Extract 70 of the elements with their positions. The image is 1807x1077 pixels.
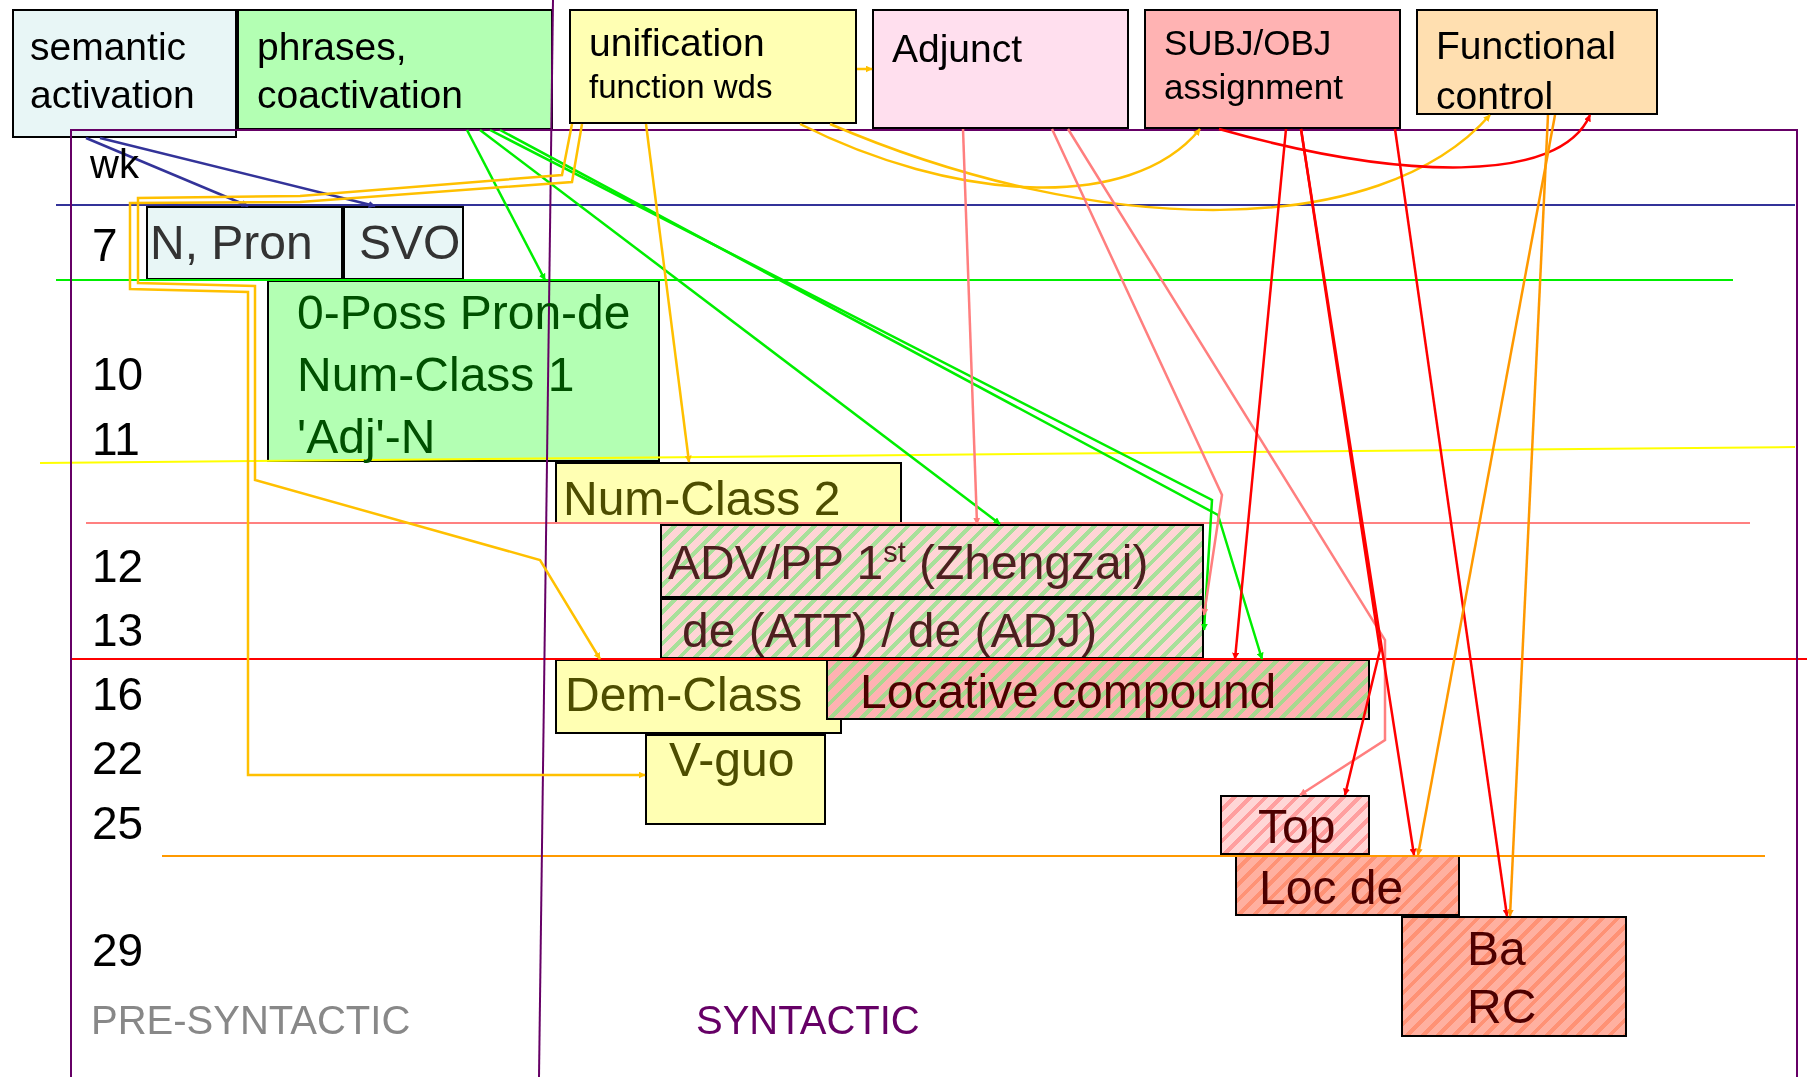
category-box bbox=[146, 206, 343, 280]
category-box bbox=[872, 9, 1129, 129]
arrow bbox=[1393, 128, 1510, 917]
box-label: Functional control bbox=[1436, 23, 1617, 119]
box-label: Ba bbox=[1467, 921, 1526, 977]
section-label: PRE-SYNTACTIC bbox=[91, 1000, 411, 1040]
arrow bbox=[829, 114, 1491, 212]
box-label: Num-Class 2 bbox=[563, 471, 841, 527]
box-label: Top bbox=[1258, 799, 1336, 855]
category-box bbox=[645, 734, 826, 825]
box-label: V-guo bbox=[669, 736, 795, 784]
arrow bbox=[1506, 114, 1550, 917]
category-box bbox=[569, 9, 857, 124]
box-label: SUBJ/OBJ assignment bbox=[1164, 22, 1344, 108]
arrow bbox=[644, 123, 692, 463]
week-number: 7 bbox=[92, 222, 118, 268]
arrow bbox=[85, 136, 249, 208]
category-box bbox=[1235, 855, 1460, 916]
arrow bbox=[799, 122, 1201, 189]
arrow bbox=[128, 123, 646, 779]
arrow bbox=[1415, 114, 1557, 856]
category-box bbox=[555, 462, 902, 524]
box-label: SVO bbox=[359, 215, 461, 271]
category-box bbox=[660, 598, 1204, 659]
category-box bbox=[267, 280, 660, 462]
week-number: 13 bbox=[92, 607, 144, 653]
box-label: Num-Class 1 bbox=[297, 347, 575, 403]
section-label: SYNTACTIC bbox=[696, 1000, 920, 1040]
box-label: semantic activation bbox=[30, 24, 196, 118]
week-number: 10 bbox=[92, 351, 144, 397]
week-number: 25 bbox=[92, 800, 144, 846]
box-label: N, Pron bbox=[150, 215, 313, 271]
category-box bbox=[1220, 795, 1370, 855]
arrow bbox=[1299, 128, 1417, 856]
box-label: Dem-Class bbox=[565, 667, 803, 723]
category-box bbox=[1416, 9, 1658, 115]
box-label: RC bbox=[1467, 979, 1537, 1035]
box-label: 'Adj'-N bbox=[297, 409, 436, 465]
box-label: de (ATT) / de (ADJ) bbox=[682, 603, 1098, 659]
arrow bbox=[136, 123, 602, 660]
unit-label: wk bbox=[90, 144, 139, 184]
week-number: 29 bbox=[92, 927, 144, 973]
arrow bbox=[99, 136, 376, 208]
arrow bbox=[1066, 128, 1387, 797]
category-box bbox=[237, 9, 553, 130]
arrow bbox=[857, 65, 873, 73]
arrow bbox=[961, 128, 981, 525]
arrow bbox=[465, 129, 547, 281]
week-number: 12 bbox=[92, 543, 144, 589]
arrow bbox=[1218, 114, 1592, 169]
category-box bbox=[555, 659, 842, 734]
category-box bbox=[826, 659, 1370, 720]
arrow bbox=[1050, 128, 1224, 616]
box-label: Adjunct bbox=[892, 26, 1023, 72]
category-box bbox=[1401, 916, 1627, 1037]
box-label: Locative compound bbox=[860, 664, 1277, 720]
box-label: function wds bbox=[589, 67, 773, 107]
week-number: 11 bbox=[92, 416, 140, 462]
category-box bbox=[343, 206, 464, 280]
category-box bbox=[12, 9, 237, 138]
category-box bbox=[1144, 9, 1401, 129]
week-number: 16 bbox=[92, 671, 144, 717]
box-label: ADV/PP 1$^{st}$ (Zhengzai) bbox=[668, 535, 1149, 591]
category-box bbox=[660, 524, 1204, 598]
week-number: 22 bbox=[92, 735, 144, 781]
arrow bbox=[1232, 128, 1288, 660]
arrow bbox=[479, 129, 1001, 525]
box-label: unification bbox=[589, 21, 765, 65]
box-label: phrases, coactivation bbox=[257, 24, 464, 118]
box-label: Loc de bbox=[1259, 860, 1404, 916]
